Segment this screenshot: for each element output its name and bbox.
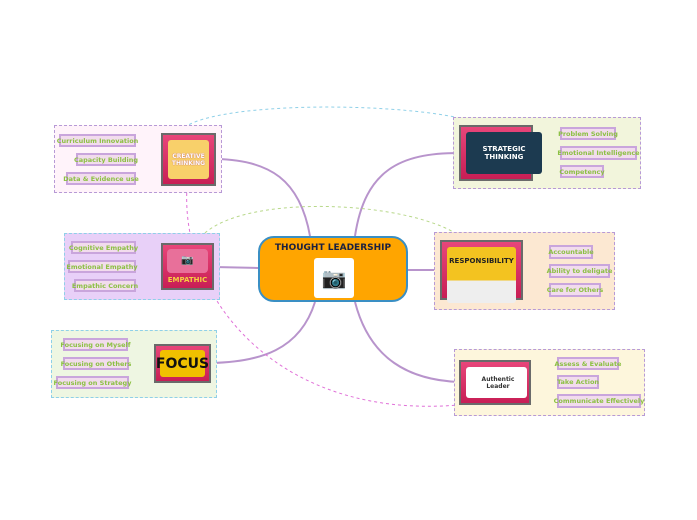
- leaf-emotional-empathy[interactable]: Emotional Empathy: [66, 260, 138, 273]
- leaf-empathic-concern[interactable]: Empathic Concern: [72, 279, 138, 292]
- authentic-leader-image: Authentic Leader: [466, 367, 527, 398]
- central-topic[interactable]: THOUGHT LEADERSHIP 📷: [258, 236, 408, 302]
- leaf-care-for-others[interactable]: Care for Others: [547, 283, 603, 297]
- node-focus[interactable]: FOCUS: [154, 344, 211, 383]
- responsibility-image: RESPONSIBILITY: [447, 247, 516, 303]
- leaf-take-action[interactable]: Take Action: [557, 375, 599, 389]
- node-empathic[interactable]: 📷 EMPATHIC: [161, 243, 214, 290]
- leaf-data-evidence-use[interactable]: Data & Evidence use: [63, 172, 139, 185]
- node-strategic-thinking[interactable]: STRATEGIC THINKING: [459, 125, 542, 181]
- leaf-curriculum-innovation[interactable]: Curriculum Innovation: [57, 134, 138, 147]
- leaf-focusing-on-myself[interactable]: Focusing on Myself: [60, 338, 131, 351]
- node-responsibility[interactable]: RESPONSIBILITY: [440, 240, 523, 303]
- node-authentic-leader[interactable]: Authentic Leader: [459, 360, 531, 405]
- leaf-cognitive-empathy[interactable]: Cognitive Empathy: [69, 241, 138, 254]
- leaf-accountable[interactable]: Accountable: [548, 245, 594, 259]
- leaf-communicate-effectively[interactable]: Communicate Effectively: [554, 394, 644, 408]
- empathic-label: EMPATHIC: [167, 276, 208, 284]
- node-creative-thinking[interactable]: CREATIVE THINKING: [161, 133, 216, 186]
- leaf-capacity-building[interactable]: Capacity Building: [74, 153, 138, 166]
- leaf-problem-solving[interactable]: Problem Solving: [558, 127, 618, 140]
- leaf-focusing-on-strategy[interactable]: Focusing on Strategy: [54, 376, 131, 389]
- strategic-thinking-image: STRATEGIC THINKING: [466, 132, 542, 174]
- creative-thinking-image: CREATIVE THINKING: [168, 140, 209, 179]
- camera-icon: 📷: [167, 249, 208, 273]
- focus-image: FOCUS: [156, 350, 209, 377]
- leaf-emotional-intelligence[interactable]: Emotional Intelligence: [557, 146, 640, 160]
- central-title: THOUGHT LEADERSHIP: [274, 243, 392, 253]
- camera-placeholder-icon: 📷: [314, 258, 354, 298]
- leaf-assess-evaluate[interactable]: Assess & Evaluate: [555, 357, 621, 370]
- leaf-ability-to-deligate[interactable]: Ability to deligate: [547, 264, 612, 278]
- leaf-focusing-on-others[interactable]: Focusing on Others: [61, 357, 131, 370]
- leaf-competency[interactable]: Competency: [559, 165, 605, 178]
